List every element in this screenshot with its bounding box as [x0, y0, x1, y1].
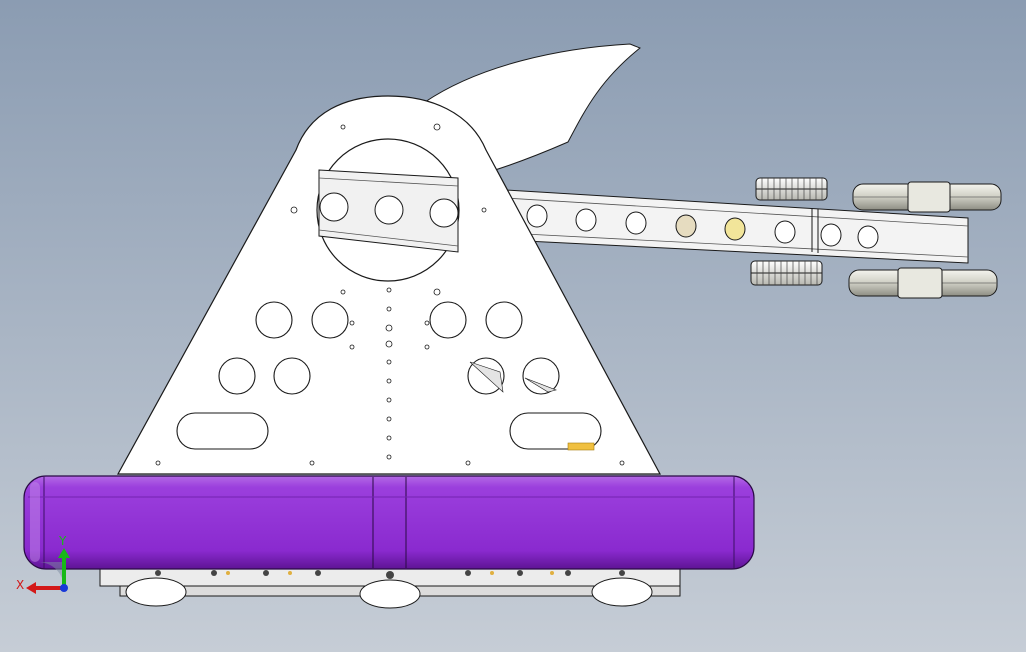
y-axis-label: Y [58, 534, 67, 548]
side-plate [116, 95, 662, 475]
upper-gear-stack [755, 177, 828, 201]
purple-bumper [23, 475, 755, 570]
undercarriage [99, 565, 681, 609]
plate-cutouts [176, 301, 602, 450]
axis-triad: X Y [16, 534, 70, 594]
bolt-holes [155, 123, 625, 466]
z-axis-dot [60, 584, 68, 592]
upper-end-wheel [852, 181, 1002, 213]
x-axis-label: X [16, 578, 24, 592]
arm-holes [526, 204, 879, 249]
lower-end-wheel [848, 267, 998, 299]
lower-gear-stack [750, 260, 823, 286]
